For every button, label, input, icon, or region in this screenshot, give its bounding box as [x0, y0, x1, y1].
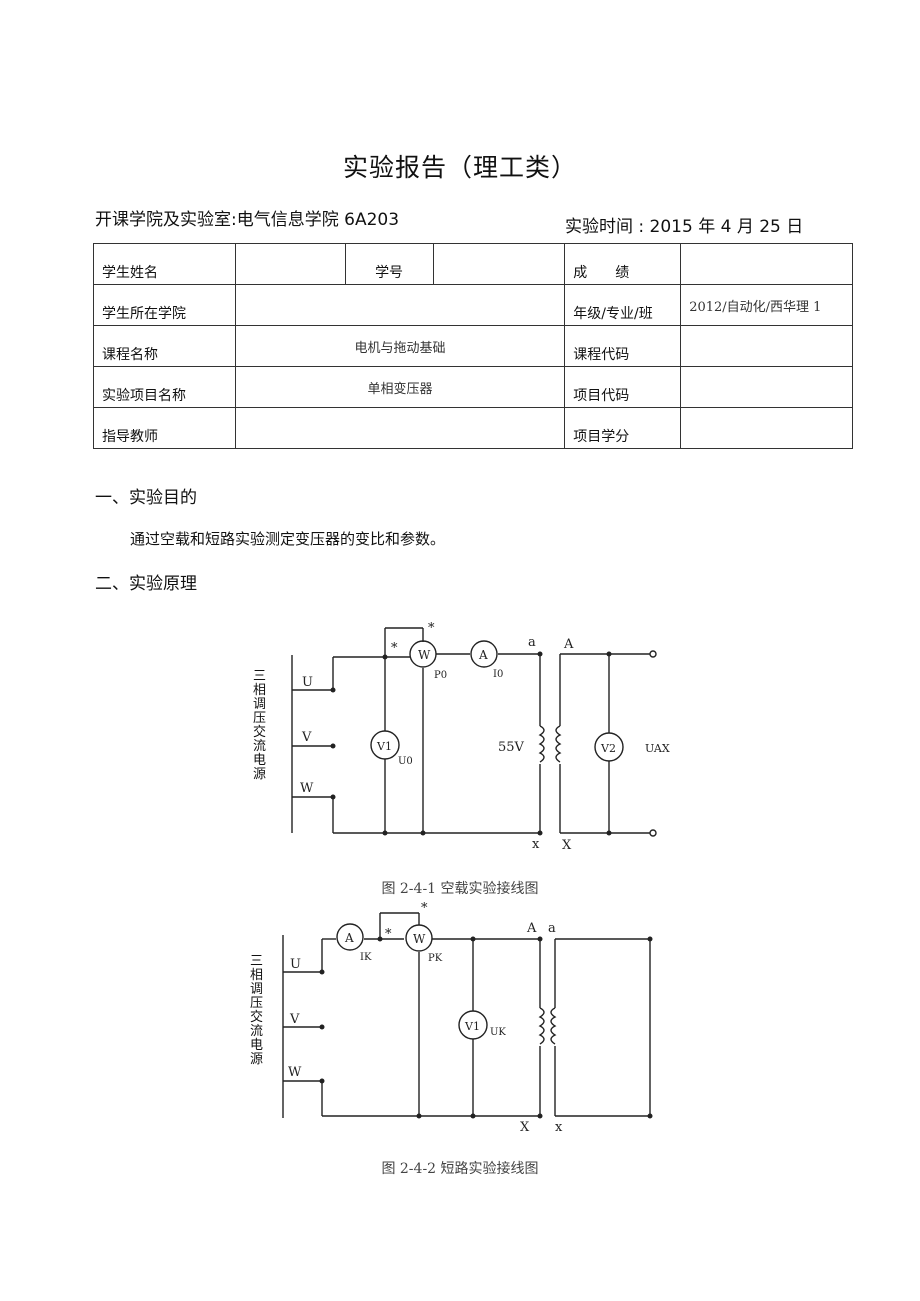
value-course-name: 电机与拖动基础 — [234, 325, 566, 367]
value-project-credit — [680, 407, 853, 449]
fig2-wattmeter-circle — [405, 924, 433, 952]
ammeter-circle — [470, 640, 498, 668]
fig2-voltmeter-label: V1 — [464, 1020, 480, 1033]
fig1-terminal-a-low: a — [528, 635, 536, 650]
fig1-source-label: 三相调压交流电源 — [253, 669, 267, 782]
label-student-name: 学生姓名 — [93, 243, 236, 285]
table-row: 学生所在学院 年级/专业/班 2012/自动化/西华理 1 — [93, 284, 853, 326]
voltmeter-2-circle — [594, 732, 624, 762]
fig1-terminal-x-low: x — [532, 837, 540, 852]
fig2-star-2: * — [421, 901, 428, 916]
wattmeter-circle — [409, 640, 437, 668]
student-info-table: 学生姓名 学号 成 绩 学生所在学院 年级/专业/班 2012/自动化/西华理 … — [93, 243, 853, 449]
fig1-terminal-x-high: X — [562, 838, 572, 853]
fig2-ammeter-circle — [336, 923, 364, 951]
value-college — [234, 284, 566, 326]
value-instructor — [234, 407, 566, 449]
fig2-phase-u: U — [290, 957, 301, 972]
value-class: 2012/自动化/西华理 1 — [680, 284, 853, 326]
fig1-star-1: * — [391, 641, 398, 656]
fig2-phase-v: V — [289, 1012, 300, 1027]
fig2-terminal-x-low: x — [555, 1120, 563, 1135]
fig2-uk-label: UK — [490, 1027, 506, 1038]
fig1-u0-label: U0 — [398, 756, 413, 767]
fig1-caption: 图 2-4-1 空载实验接线图 — [381, 881, 539, 897]
fig1-uax-label: UAX — [645, 742, 670, 755]
fig1-terminal-a-high: A — [563, 637, 574, 652]
fig1-voltage-label: 55V — [498, 740, 525, 755]
label-grade: 成 绩 — [564, 243, 682, 285]
value-student-id — [432, 243, 566, 285]
fig2-terminal-a-high: A — [526, 921, 537, 936]
table-row: 学生姓名 学号 成 绩 — [93, 243, 853, 285]
fig2-wattmeter-label: W — [413, 932, 426, 946]
fig2-ammeter-label: A — [344, 931, 354, 945]
page-title: 实验报告（理工类） — [342, 153, 577, 182]
value-project-code — [680, 366, 853, 408]
value-grade — [680, 243, 853, 285]
label-instructor: 指导教师 — [93, 407, 236, 449]
label-project-credit: 项目学分 — [564, 407, 682, 449]
label-project-name: 实验项目名称 — [93, 366, 236, 408]
fig2-voltmeter-circle — [458, 1010, 488, 1040]
fig2-source-label: 三相调压交流电源 — [250, 954, 264, 1067]
fig1-i0-label: I0 — [493, 669, 503, 680]
experiment-date: 实验时间 : 2015 年 4 月 25 日 — [565, 217, 804, 237]
section-text-purpose: 通过空载和短路实验测定变压器的变比和参数。 — [130, 530, 446, 548]
voltmeter-1-circle — [370, 730, 400, 760]
fig1-phase-u: U — [302, 675, 313, 690]
fig1-star-2: * — [428, 621, 435, 636]
fig1-wattmeter-label: W — [418, 648, 431, 662]
fig2-terminal-x-high: X — [520, 1120, 530, 1135]
table-row: 课程名称 电机与拖动基础 课程代码 — [93, 325, 853, 367]
fig1-voltmeter-1-label: V1 — [376, 740, 392, 753]
fig2-terminal-a-low: a — [548, 921, 556, 936]
fig2-pk-label: PK — [428, 953, 443, 964]
value-course-code — [680, 325, 853, 367]
fig2-caption: 图 2-4-2 短路实验接线图 — [381, 1161, 539, 1177]
fig2-star-1: * — [385, 927, 392, 942]
fig1-p0-label: P0 — [434, 670, 447, 681]
label-college: 学生所在学院 — [93, 284, 236, 326]
fig1-voltmeter-2-label: V2 — [600, 742, 616, 755]
fig1-phase-w: W — [300, 781, 314, 796]
fig2-phase-w: W — [288, 1065, 302, 1080]
table-row: 指导教师 项目学分 — [93, 407, 853, 449]
fig1-ammeter-label: A — [478, 648, 488, 662]
label-class: 年级/专业/班 — [564, 284, 682, 326]
section-heading-principle: 二、实验原理 — [95, 574, 197, 594]
college-lab-line: 开课学院及实验室:电气信息学院 6A203 — [95, 210, 400, 230]
fig1-phase-v: V — [301, 730, 312, 745]
fig2-ik-label: IK — [360, 952, 372, 963]
section-heading-purpose: 一、实验目的 — [95, 488, 197, 508]
